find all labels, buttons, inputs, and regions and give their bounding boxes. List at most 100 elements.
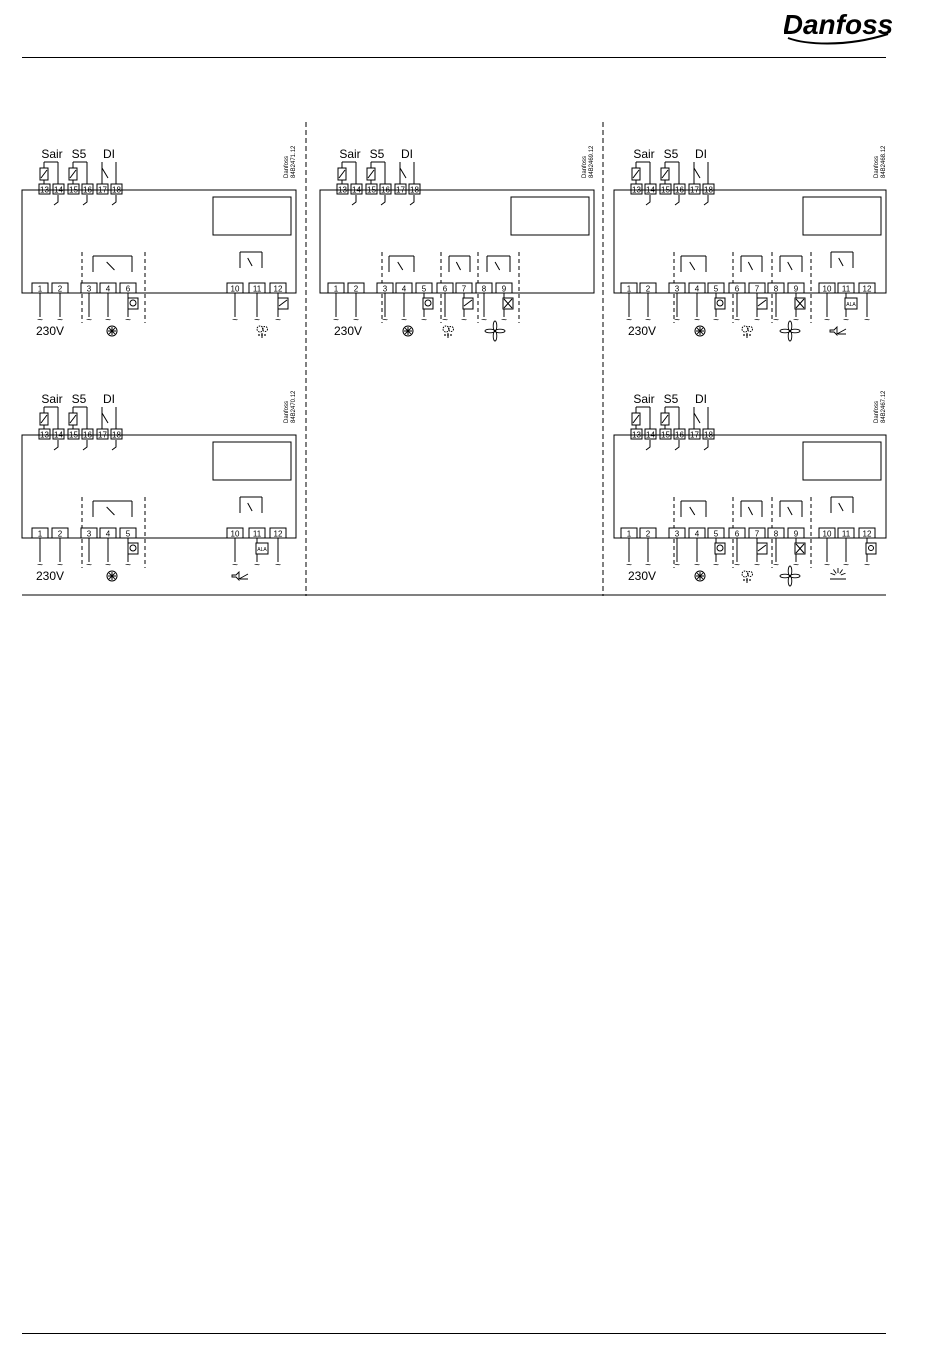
supply-voltage-label: 230V bbox=[628, 324, 656, 338]
terminal-tilde: ~ bbox=[864, 560, 870, 571]
terminal-tilde: ~ bbox=[626, 560, 632, 571]
alarm-box-symbol bbox=[844, 297, 858, 310]
terminal-tilde: ~ bbox=[824, 560, 830, 571]
output-terminal-4-label: 4 bbox=[695, 285, 700, 294]
terminal-tilde: ~ bbox=[353, 315, 359, 326]
output-terminal-11-label: 11 bbox=[842, 285, 851, 294]
sensor-terminal-16 bbox=[81, 183, 94, 195]
output-terminal-3-label: 3 bbox=[675, 285, 680, 294]
output-terminal-5-label: 5 bbox=[714, 530, 719, 539]
diagram-code: Danfoss bbox=[582, 156, 588, 178]
ground-symbol bbox=[53, 440, 59, 451]
footer-rule bbox=[22, 1333, 886, 1334]
diagram-code: Danfoss bbox=[874, 156, 880, 178]
terminal-tilde: ~ bbox=[57, 315, 63, 326]
terminal-tilde: ~ bbox=[773, 560, 779, 571]
terminal-tilde: ~ bbox=[713, 560, 719, 571]
fan-icon bbox=[779, 320, 801, 342]
output-terminal-3-label: 3 bbox=[87, 285, 92, 294]
terminal-tilde: ~ bbox=[86, 560, 92, 571]
output-terminal-5-label: 5 bbox=[422, 285, 427, 294]
sensor-terminal-18 bbox=[408, 183, 421, 195]
diagram-part-number: 84B2467.12 bbox=[881, 390, 887, 423]
sensor-label-di: DI bbox=[103, 392, 115, 406]
sensor-terminal-16 bbox=[673, 183, 686, 195]
sensor-label-sair: Sair bbox=[41, 392, 62, 406]
sensor-terminal-18 bbox=[702, 183, 715, 195]
sensor-label-di: DI bbox=[695, 147, 707, 161]
terminal-tilde: ~ bbox=[125, 315, 131, 326]
terminal-tilde: ~ bbox=[734, 315, 740, 326]
ground-symbol bbox=[645, 195, 651, 206]
controller-housing bbox=[21, 189, 297, 294]
sensor-terminal-15 bbox=[659, 183, 672, 195]
output-terminal-4-label: 4 bbox=[695, 530, 700, 539]
sensor-terminal-18 bbox=[702, 428, 715, 440]
sensor-label-s5: S5 bbox=[370, 147, 385, 161]
terminal-tilde: ~ bbox=[401, 315, 407, 326]
terminal-tilde: ~ bbox=[694, 560, 700, 571]
sensor-label-sair: Sair bbox=[339, 147, 360, 161]
sensor-terminal-17 bbox=[688, 428, 701, 440]
output-terminal-12-label: 12 bbox=[274, 285, 283, 294]
valve-symbol bbox=[714, 542, 726, 555]
terminal-tilde: ~ bbox=[333, 315, 339, 326]
terminal-tilde: ~ bbox=[843, 560, 849, 571]
output-terminal-1-label: 1 bbox=[627, 530, 632, 539]
terminal-tilde: ~ bbox=[37, 560, 43, 571]
sensor-terminal-14 bbox=[52, 428, 65, 440]
compressor-icon bbox=[106, 570, 118, 582]
sensor-label-sair: Sair bbox=[41, 147, 62, 161]
output-terminal-1-label: 1 bbox=[627, 285, 632, 294]
diagram-code: Danfoss bbox=[284, 156, 290, 178]
ground-symbol bbox=[82, 195, 88, 206]
terminal-tilde: ~ bbox=[461, 315, 467, 326]
sensor-terminal-15 bbox=[67, 428, 80, 440]
ground-symbol bbox=[351, 195, 357, 206]
output-terminal-12-label: 12 bbox=[863, 285, 872, 294]
ground-symbol bbox=[674, 195, 680, 206]
terminal-tilde: ~ bbox=[626, 315, 632, 326]
defrost-heater-icon bbox=[442, 325, 454, 338]
terminal-tilde: ~ bbox=[754, 560, 760, 571]
diagram-code: Danfoss bbox=[284, 401, 290, 423]
terminal-tilde: ~ bbox=[793, 560, 799, 571]
terminal-tilde: ~ bbox=[275, 315, 281, 326]
diagram-part-number: 84B2469.12 bbox=[589, 145, 595, 178]
output-terminal-6-label: 6 bbox=[126, 285, 131, 294]
terminal-tilde: ~ bbox=[501, 315, 507, 326]
terminal-tilde: ~ bbox=[57, 560, 63, 571]
sensor-terminal-16 bbox=[379, 183, 392, 195]
display-window bbox=[510, 196, 590, 236]
terminal-tilde: ~ bbox=[254, 315, 260, 326]
output-terminal-2-label: 2 bbox=[646, 285, 651, 294]
output-terminal-2-label: 2 bbox=[58, 285, 63, 294]
sensor-terminal-13 bbox=[38, 183, 51, 195]
supply-voltage-label: 230V bbox=[36, 569, 64, 583]
sensor-terminal-17 bbox=[96, 183, 109, 195]
output-terminal-7-label: 7 bbox=[755, 530, 760, 539]
output-terminal-3-label: 3 bbox=[675, 530, 680, 539]
supply-voltage-label: 230V bbox=[334, 324, 362, 338]
output-terminal-1-label: 1 bbox=[334, 285, 339, 294]
sensor-terminal-17 bbox=[96, 428, 109, 440]
output-terminal-11-label: 11 bbox=[253, 530, 262, 539]
terminal-tilde: ~ bbox=[754, 315, 760, 326]
output-terminal-4-label: 4 bbox=[106, 530, 111, 539]
terminal-tilde: ~ bbox=[442, 315, 448, 326]
output-terminal-10-label: 10 bbox=[823, 285, 832, 294]
ground-symbol bbox=[53, 195, 59, 206]
output-terminal-3-label: 3 bbox=[87, 530, 92, 539]
output-terminal-12-label: 12 bbox=[274, 530, 283, 539]
lamp-symbol bbox=[865, 542, 877, 555]
defrost-heater-icon bbox=[256, 325, 268, 338]
sensor-label-s5: S5 bbox=[72, 147, 87, 161]
diagram-part-number: 84B2470.12 bbox=[291, 390, 297, 423]
supply-voltage-label: 230V bbox=[628, 569, 656, 583]
output-terminal-6-label: 6 bbox=[735, 285, 740, 294]
sensor-terminal-18 bbox=[110, 183, 123, 195]
